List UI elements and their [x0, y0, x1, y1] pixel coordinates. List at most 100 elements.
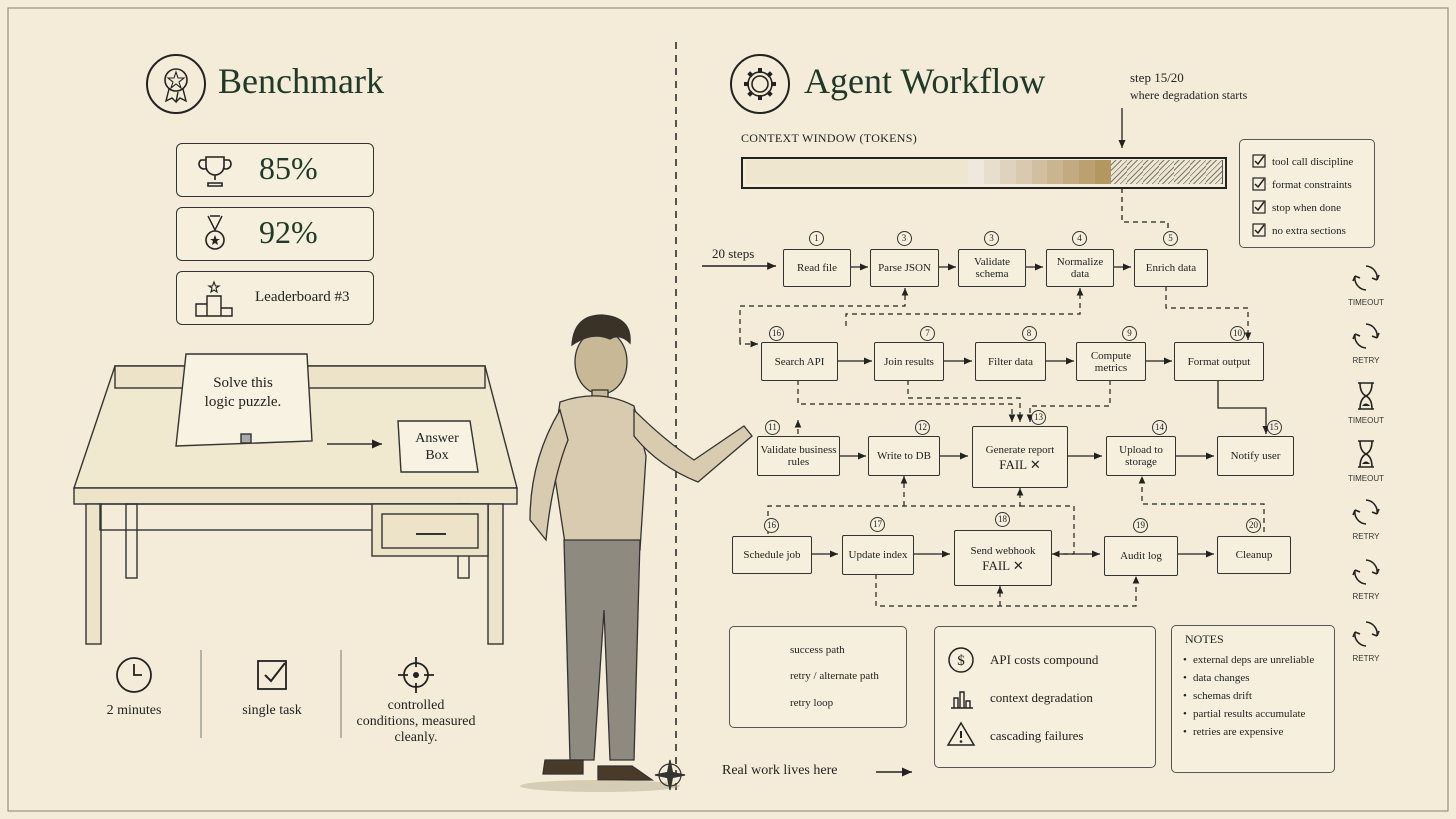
context-cell-used: [1063, 160, 1081, 184]
workflow-node: Validate schema: [958, 249, 1026, 287]
workflow-node: Parse JSON: [870, 249, 939, 287]
risk-context: context degradation: [990, 690, 1093, 705]
context-cell-free: [1174, 160, 1192, 184]
side-state-label: TIMEOUT: [1348, 474, 1384, 483]
context-cell-used: [872, 160, 890, 184]
checklist-label: stop when done: [1272, 202, 1342, 214]
side-state-label: RETRY: [1352, 356, 1380, 365]
note-text: schemas drift: [1193, 690, 1252, 702]
step-number-badge: 12: [915, 420, 930, 435]
node-label: Normalize data: [1056, 256, 1104, 280]
desk-sketch: [73, 353, 518, 645]
trophy-icon: [198, 156, 232, 187]
step-number-badge: 9: [1122, 326, 1137, 341]
step-number-badge: 14: [1152, 420, 1167, 435]
step-number-badge: 15: [1266, 420, 1282, 435]
checklist-label: tool call discipline: [1272, 156, 1354, 168]
checklist-item: stop when done: [1252, 196, 1341, 215]
context-cell-used: [968, 160, 985, 184]
step-number-badge: 3: [896, 231, 912, 246]
step-number-badge: 17: [870, 517, 885, 532]
context-cell-used: [999, 160, 1017, 184]
checklist-label: no extra sections: [1272, 225, 1346, 237]
feature-label-time: 2 minutes: [106, 703, 162, 718]
node-label: Format output: [1187, 355, 1251, 368]
compass-rose-icon: [654, 759, 686, 791]
note-text: data changes: [1193, 672, 1250, 684]
context-cell-used: [1047, 160, 1065, 184]
checklist-item: no extra sections: [1252, 219, 1346, 238]
degradation-marker: [1118, 108, 1169, 232]
side-state-label: RETRY: [1352, 592, 1380, 601]
hourglass-icon: [1358, 382, 1374, 410]
note-item: •retries are expensive: [1183, 726, 1284, 738]
workflow-node: Audit log: [1104, 536, 1178, 576]
note-text: retries are expensive: [1193, 726, 1284, 738]
checklist-item: format constraints: [1252, 173, 1352, 192]
agent-title: Agent Workflow: [804, 61, 1046, 101]
timeout-cycle-icon: [1352, 265, 1380, 291]
context-cell-used: [1095, 160, 1112, 184]
context-cell-free: [1190, 160, 1208, 184]
workflow-node: Format output: [1174, 342, 1264, 381]
steps-label: 20 steps: [712, 246, 755, 261]
legend-success: success path: [790, 644, 845, 656]
notes-title: NOTES: [1185, 632, 1224, 646]
context-cell-used: [952, 160, 970, 184]
context-cell-used: [888, 160, 906, 184]
dollar-icon: $: [948, 647, 974, 673]
checklist-label: format constraints: [1272, 179, 1352, 191]
step-number-badge: 13: [1031, 410, 1046, 425]
node-label: Send webhook: [970, 544, 1036, 557]
workflow-node: Compute metrics: [1076, 342, 1146, 381]
side-state-label: RETRY: [1352, 654, 1380, 663]
stat-leaderboard: Leaderboard #3: [176, 271, 374, 325]
step-number-badge: 19: [1133, 518, 1148, 533]
context-cell-used: [825, 160, 843, 184]
feature-label-conditions: controlled conditions, measured cleanly.: [356, 698, 476, 745]
success-arrows: [810, 263, 1270, 558]
puzzle-paper: [175, 353, 313, 447]
step-number-badge: 16: [769, 326, 784, 341]
puzzle-text: Solve this logic puzzle.: [204, 375, 282, 410]
benchmark-title: Benchmark: [218, 61, 384, 101]
checklist-panel: tool call discipline format constraints st…: [1239, 139, 1375, 248]
context-cell-used: [777, 160, 795, 184]
context-cell-used: [920, 160, 938, 184]
step-number-badge: 1: [809, 231, 824, 246]
node-label: Cleanup: [1235, 549, 1273, 561]
side-state-label: RETRY: [1352, 532, 1380, 541]
node-label: Generate report: [985, 443, 1055, 456]
retry-cycle-icon: [1352, 559, 1380, 585]
workflow-node: Update index: [842, 535, 914, 575]
stat-value: 85%: [259, 150, 318, 186]
crosshair-icon: [398, 657, 434, 693]
workflow-node: Notify user: [1217, 436, 1294, 476]
step-number-badge: 4: [1072, 231, 1087, 246]
step-number-badge: 8: [1021, 326, 1037, 341]
step-number-badge: 18: [995, 512, 1010, 527]
node-label: Validate schema: [973, 256, 1011, 280]
context-cell-used: [793, 160, 811, 184]
node-label: Join results: [884, 355, 934, 368]
node-label: Audit log: [1120, 550, 1162, 562]
node-label: Compute metrics: [1090, 349, 1132, 374]
checked-box-icon: [1252, 176, 1266, 191]
node-fail-status: FAIL ✕: [982, 557, 1024, 573]
node-label: Write to DB: [877, 450, 931, 462]
medal-icon: [205, 215, 225, 250]
legend-retry: retry / alternate path: [790, 670, 879, 682]
checkbox-icon: [257, 660, 287, 690]
context-cell-used: [857, 160, 874, 184]
checklist-item: tool call discipline: [1252, 150, 1353, 169]
stat-trophy: 85%: [176, 143, 374, 197]
bar-chart-icon: [951, 691, 973, 709]
node-label: Enrich data: [1145, 262, 1197, 274]
workflow-node: Schedule job: [732, 536, 812, 574]
context-window-bar: [741, 157, 1227, 189]
context-window-label: CONTEXT WINDOW (TOKENS): [741, 131, 917, 145]
workflow-node: Normalize data: [1046, 249, 1114, 287]
workflow-node: Enrich data: [1134, 249, 1208, 287]
